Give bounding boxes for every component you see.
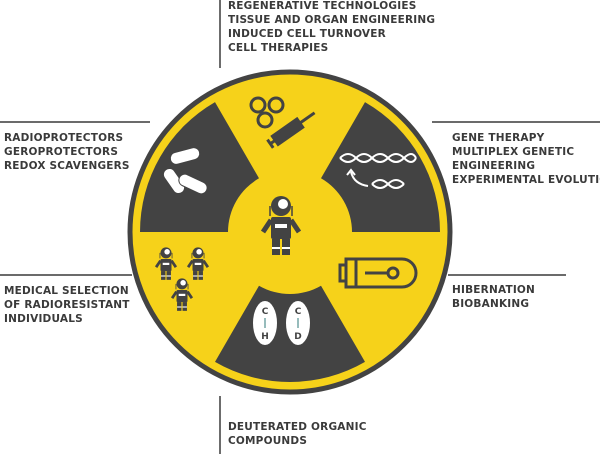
label-line: CELL THERAPIES: [228, 42, 329, 54]
label-line: EXPERIMENTAL EVOLUTION: [452, 174, 600, 186]
label-line: MEDICAL SELECTION: [4, 285, 129, 297]
label-hibernation: HIBERNATION BIOBANKING: [452, 283, 535, 311]
label-line: HIBERNATION: [452, 284, 536, 296]
label-line: ENGINEERING: [452, 160, 536, 172]
pill-letter: D: [294, 332, 301, 342]
hibernation-pod-icon: [338, 257, 418, 289]
pill-letter: H: [261, 332, 269, 342]
label-line: INDUCED CELL TURNOVER: [228, 28, 386, 40]
label-line: REDOX SCAVENGERS: [4, 160, 130, 172]
label-medical-selection: MEDICAL SELECTION OF RADIORESISTANT INDI…: [4, 284, 130, 326]
label-line: INDIVIDUALS: [4, 313, 83, 325]
cells-syringe-icon: [249, 96, 316, 149]
label-line: BIOBANKING: [452, 298, 530, 310]
label-deuterated: DEUTERATED ORGANIC COMPOUNDS: [228, 420, 367, 448]
label-line: OF RADIORESISTANT: [4, 299, 130, 311]
label-line: GENE THERAPY: [452, 132, 545, 144]
label-line: COMPOUNDS: [228, 435, 308, 447]
label-line: DEUTERATED ORGANIC: [228, 421, 367, 433]
label-line: TISSUE AND ORGAN ENGINEERING: [228, 14, 436, 26]
pills-icon: [162, 147, 208, 195]
label-radioprotectors: RADIOPROTECTORS GEROPROTECTORS REDOX SCA…: [4, 131, 130, 173]
sector-upper-left: [140, 102, 259, 232]
label-gene-therapy: GENE THERAPY MULTIPLEX GENETIC ENGINEERI…: [452, 131, 600, 187]
sector-upper-right: [321, 102, 440, 232]
label-line: REGENERATIVE TECHNOLOGIES: [228, 0, 417, 12]
deuterated-pills: C H C D: [253, 301, 310, 345]
dna-icon: [339, 153, 417, 189]
pill-letter: C: [295, 307, 302, 317]
pill-letter: C: [262, 307, 269, 317]
label-line: MULTIPLEX GENETIC: [452, 146, 575, 158]
label-line: GEROPROTECTORS: [4, 146, 119, 158]
label-line: RADIOPROTECTORS: [4, 132, 124, 144]
label-regenerative: REGENERATIVE TECHNOLOGIES TISSUE AND ORG…: [228, 0, 435, 55]
